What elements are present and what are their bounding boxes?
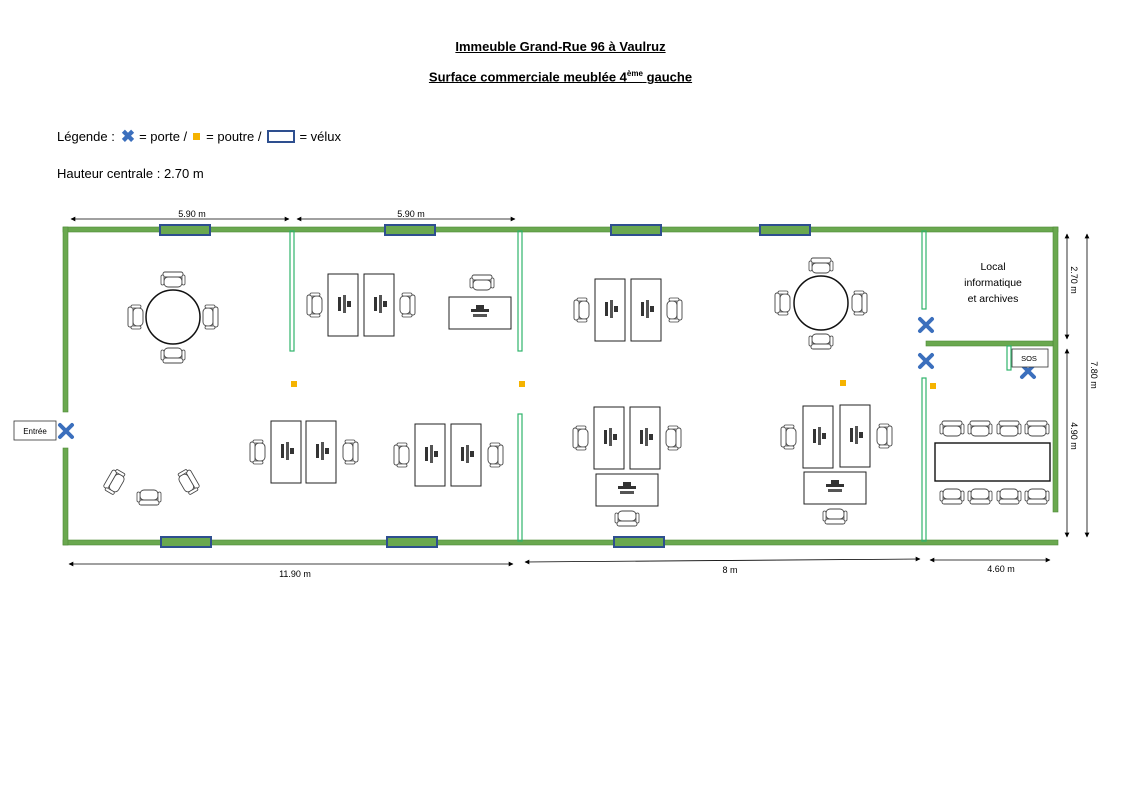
dim-right-top: 2.70 m [1069, 266, 1079, 294]
partitions [289, 230, 1012, 542]
velux-windows [159, 224, 811, 548]
desks-bottom-right [572, 406, 682, 527]
room-label-line1: Local [980, 261, 1005, 273]
conference-table [934, 420, 1051, 505]
outer-walls [62, 226, 1059, 546]
dimension-lines [68, 216, 1090, 567]
dim-top-left: 5.90 m [178, 209, 206, 219]
plan-subtitle: Surface commerciale meublée 4ème gauche [428, 69, 693, 85]
door-legend-icon: ✖ [120, 127, 136, 146]
round-table-left [127, 271, 219, 364]
legend-porte: = porte / [139, 129, 188, 144]
dim-right-bottom: 4.90 m [1069, 422, 1079, 450]
entrance-box [13, 420, 57, 441]
sos-label: SOS [1021, 354, 1037, 363]
height-note: Hauteur centrale : 2.70 m [57, 166, 204, 181]
legend: Légende : ✖ = porte / = poutre / = vélux [57, 127, 342, 146]
desks-bottom-mid [393, 423, 504, 487]
sos-box [1011, 348, 1049, 368]
legend-label: Légende : [57, 129, 115, 144]
room-label-line3: et archives [968, 293, 1019, 305]
legend-poutre: = poutre / [206, 129, 262, 144]
desks-top-mid [306, 273, 512, 337]
desks-bottom-left [249, 420, 359, 484]
desks-far-right [780, 404, 893, 525]
lounge-chairs [101, 467, 202, 506]
legend-velux: = vélux [299, 129, 342, 144]
room-label-line2: informatique [964, 277, 1022, 289]
doors [58, 317, 1036, 439]
beams [291, 380, 936, 389]
dim-top-mid: 5.90 m [397, 209, 425, 219]
dim-bottom-left: 11.90 m [279, 569, 311, 579]
velux-legend-icon [267, 130, 296, 143]
desks-top-right [573, 278, 683, 342]
dim-bottom-right: 4.60 m [987, 564, 1015, 574]
plan-title: Immeuble Grand-Rue 96 à Vaulruz [455, 39, 666, 54]
beam-legend-icon [193, 133, 201, 140]
dim-bottom-mid: 8 m [722, 565, 737, 575]
round-table-right [774, 257, 868, 350]
entrance-label: Entrée [23, 427, 47, 436]
dim-right-total: 7.80 m [1089, 361, 1099, 389]
